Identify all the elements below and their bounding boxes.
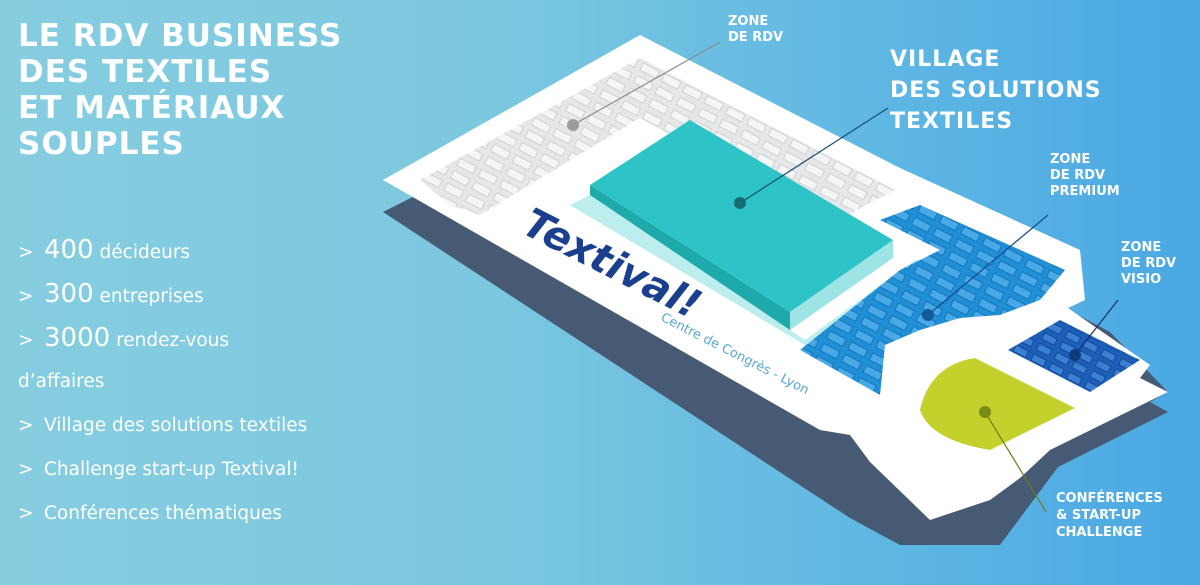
list-item: >Conférences thématiques (18, 503, 282, 524)
zone-visio-marker (1069, 349, 1081, 361)
village-side (590, 185, 790, 330)
list-item: >3000 rendez-vous (18, 323, 230, 353)
conferences-marker (979, 406, 991, 418)
zone-conferences-area (920, 358, 1075, 450)
stat-number: 300 (44, 279, 94, 309)
callout-lines (572, 41, 1119, 513)
village-label: VILLAGE DES SOLUTIONS TEXTILES (890, 47, 1102, 134)
headline: LE RDV BUSINESS DES TEXTILES ET MATÉRIAU… (18, 18, 342, 162)
conferences-label: CONFÉRENCES & START-UP CHALLENGE (1056, 491, 1163, 540)
headline-line: DES TEXTILES (18, 54, 273, 90)
highlights-list: >400 décideurs >300 entreprises >3000 re… (18, 232, 307, 540)
village-side (790, 240, 893, 330)
headline-line: SOUPLES (18, 126, 185, 162)
village-marker (734, 197, 746, 209)
zone-visio-label: ZONE DE RDV VISIO (1121, 240, 1177, 287)
zone-premium-marker (922, 309, 934, 321)
zone-premium-label: ZONE DE RDV PREMIUM (1050, 152, 1120, 199)
list-item: >300 entreprises (18, 279, 204, 309)
stat-number: 3000 (44, 323, 111, 353)
zone-rdv-area (420, 58, 895, 205)
zone-rdv-label: ZONE DE RDV (728, 14, 784, 45)
stat-number: 400 (44, 235, 94, 265)
list-item: >400 décideurs (18, 235, 191, 265)
list-item: >Challenge start-up Textival! (18, 459, 299, 480)
village-top (590, 120, 893, 312)
list-item: >Village des solutions textiles (18, 415, 308, 436)
headline-line: ET MATÉRIAUX (18, 90, 286, 126)
list-item: d’affaires (18, 371, 105, 392)
village-floor (570, 195, 930, 348)
headline-line: LE RDV BUSINESS (18, 18, 343, 54)
zone-rdv-marker (567, 119, 579, 131)
zone-premium-area (800, 205, 1065, 395)
